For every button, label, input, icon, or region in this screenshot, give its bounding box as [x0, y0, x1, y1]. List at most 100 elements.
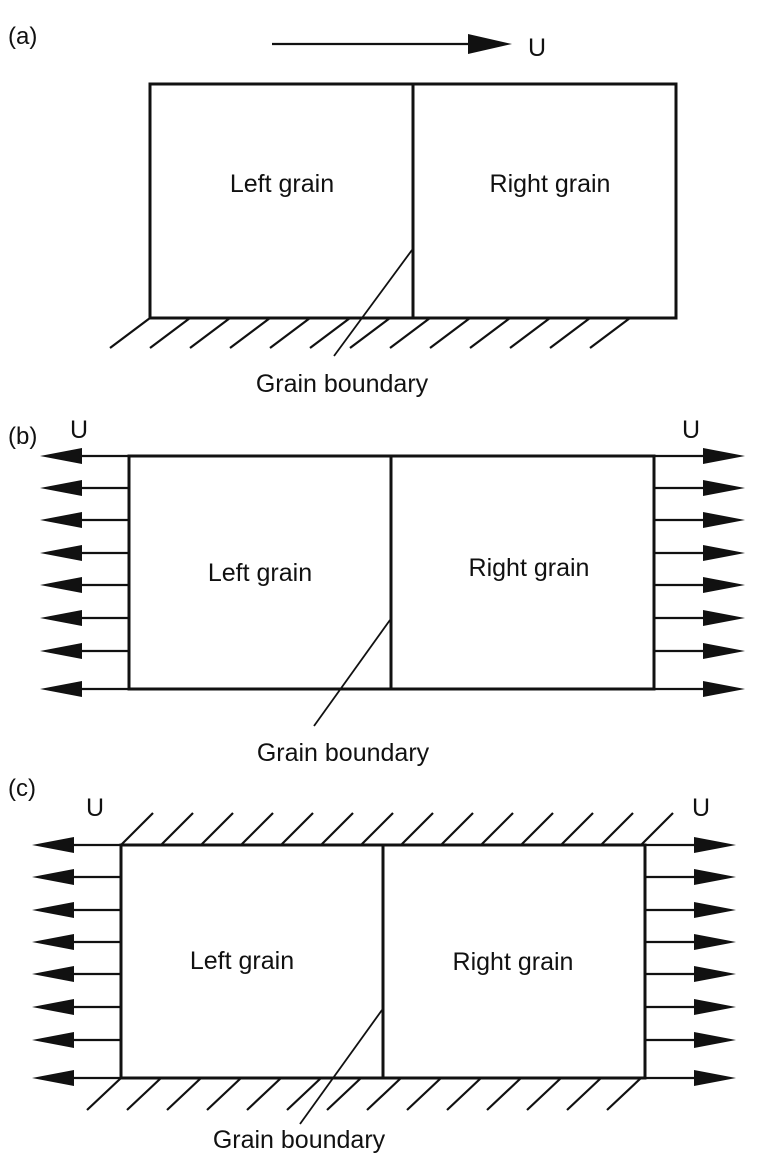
panel-c-fixed-support-top — [120, 812, 674, 847]
traction-arrow-left — [32, 966, 121, 982]
support-hatch-mark — [520, 812, 554, 846]
support-hatch-mark — [400, 812, 434, 846]
traction-arrow-left — [40, 545, 129, 561]
traction-arrow-right — [654, 480, 745, 496]
support-hatch-mark — [126, 1077, 162, 1111]
panel-b-grain-boundary-label: Grain boundary — [257, 739, 430, 767]
traction-arrow-right — [645, 869, 736, 885]
support-hatch-mark — [600, 812, 634, 846]
traction-arrow-left — [32, 999, 121, 1015]
support-hatch-mark — [120, 812, 154, 846]
traction-arrow-left — [32, 902, 121, 918]
traction-arrow-right — [645, 837, 736, 853]
panel-b-grain-boundary-leader — [313, 619, 391, 727]
panel-c-grain-boundary-label: Grain boundary — [213, 1126, 386, 1154]
support-hatch-mark — [366, 1077, 402, 1111]
support-hatch-mark — [166, 1077, 202, 1111]
support-hatch-mark — [109, 317, 151, 349]
support-hatch-mark — [486, 1077, 522, 1111]
support-hatch-mark — [589, 317, 631, 349]
panel-a-right-grain-label: Right grain — [490, 170, 611, 198]
traction-arrow-left — [40, 480, 129, 496]
panel-c-right-grain-label: Right grain — [453, 948, 574, 976]
panel-c-grain-boundary-leader — [299, 1009, 383, 1125]
support-hatch-mark — [406, 1077, 442, 1111]
support-hatch-mark — [509, 317, 551, 349]
support-hatch-mark — [246, 1077, 282, 1111]
panel-a-grain-boundary-leader — [333, 249, 413, 357]
traction-arrow-right — [654, 577, 745, 593]
traction-arrow-left — [32, 869, 121, 885]
support-hatch-mark — [269, 317, 311, 349]
traction-arrow-right — [654, 512, 745, 528]
panel-c-label: (c) — [8, 775, 36, 802]
support-hatch-mark — [280, 812, 314, 846]
panel-c-right-traction-arrows — [645, 837, 736, 1086]
panel-b-label: (b) — [8, 423, 37, 450]
traction-arrow-right — [645, 1070, 736, 1086]
traction-arrow-right — [654, 545, 745, 561]
traction-arrow-right — [654, 448, 745, 464]
traction-arrow-left — [40, 448, 129, 464]
traction-arrow-right — [645, 966, 736, 982]
support-hatch-mark — [326, 1077, 362, 1111]
panel-a: (a) U Left grain Right grain Grain bound… — [8, 23, 678, 398]
panel-c-left-grain-label: Left grain — [190, 947, 294, 975]
traction-arrow-left — [40, 577, 129, 593]
panel-a-label: (a) — [8, 23, 37, 50]
panel-b-right-traction-arrows — [654, 448, 745, 697]
support-hatch-mark — [320, 812, 354, 846]
traction-arrow-left — [40, 610, 129, 626]
support-hatch-mark — [160, 812, 194, 846]
support-hatch-mark — [480, 812, 514, 846]
panel-a-grain-boundary-label: Grain boundary — [256, 370, 429, 398]
traction-arrow-right — [654, 643, 745, 659]
panel-a-fixed-support-bottom — [109, 316, 676, 349]
support-hatch-mark — [229, 317, 271, 349]
traction-arrow-left — [40, 512, 129, 528]
support-hatch-mark — [309, 317, 351, 349]
panel-c-left-traction-arrows — [32, 837, 121, 1086]
traction-arrow-right — [645, 1032, 736, 1048]
support-hatch-mark — [549, 317, 591, 349]
support-hatch-mark — [566, 1077, 602, 1111]
support-hatch-mark — [446, 1077, 482, 1111]
traction-arrow-left — [32, 934, 121, 950]
support-hatch-mark — [389, 317, 431, 349]
support-hatch-mark — [149, 317, 191, 349]
support-hatch-mark — [286, 1077, 322, 1111]
support-hatch-mark — [200, 812, 234, 846]
traction-arrow-left — [32, 1032, 121, 1048]
traction-arrow-right — [654, 681, 745, 697]
support-hatch-mark — [240, 812, 274, 846]
panel-b: (b) U U Left grain Right grain Grain bou… — [8, 416, 745, 767]
panel-b-left-traction-arrows — [40, 448, 129, 697]
support-hatch-mark — [429, 317, 471, 349]
support-hatch-mark — [606, 1077, 642, 1111]
support-hatch-mark — [469, 317, 511, 349]
traction-arrow-left — [40, 643, 129, 659]
traction-arrow-left — [32, 837, 121, 853]
panel-a-left-grain-label: Left grain — [230, 170, 334, 198]
support-hatch-mark — [86, 1077, 122, 1111]
support-hatch-mark — [189, 317, 231, 349]
support-hatch-mark — [526, 1077, 562, 1111]
support-hatch-mark — [560, 812, 594, 846]
support-hatch-mark — [640, 812, 674, 846]
support-hatch-mark — [349, 317, 391, 349]
panel-c-fixed-support-bottom — [86, 1076, 645, 1111]
support-hatch-mark — [440, 812, 474, 846]
panel-b-right-displacement-label: U — [682, 416, 700, 444]
support-hatch-mark — [206, 1077, 242, 1111]
support-hatch-mark — [360, 812, 394, 846]
panel-a-displacement-label: U — [528, 34, 546, 62]
traction-arrow-left — [40, 681, 129, 697]
panel-b-left-displacement-label: U — [70, 416, 88, 444]
traction-arrow-right — [645, 902, 736, 918]
panel-b-right-grain-label: Right grain — [469, 554, 590, 582]
panel-c-left-displacement-label: U — [86, 794, 104, 822]
traction-arrow-right — [654, 610, 745, 626]
panel-b-left-grain-label: Left grain — [208, 559, 312, 587]
panel-c: (c) U U Left grain Right grain Grain bou… — [8, 775, 736, 1154]
